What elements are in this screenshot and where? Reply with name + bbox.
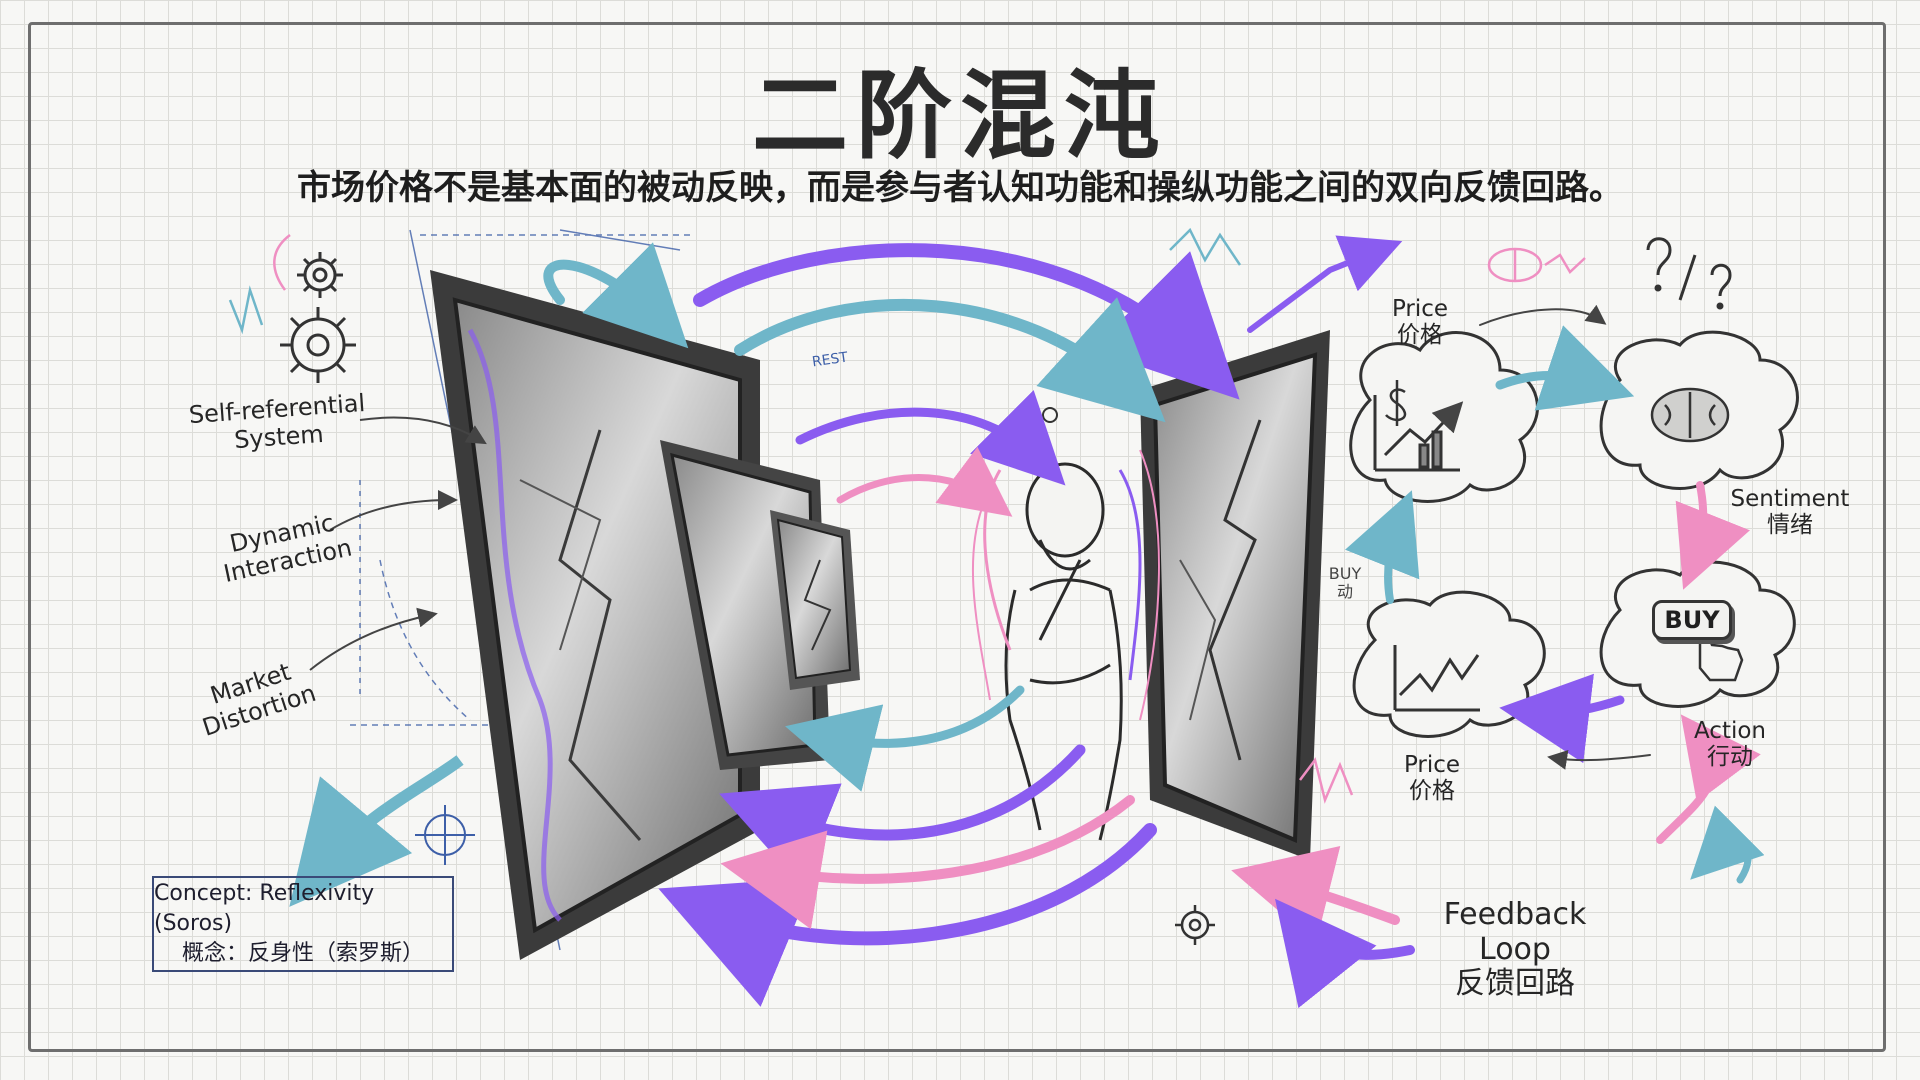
label-price-bottom-en: Price: [1403, 752, 1461, 778]
brain-icon: [1650, 387, 1730, 443]
down-left-arrow: [289, 755, 464, 907]
gear-icon: [280, 252, 356, 383]
label-price-top-zh: 价格: [1397, 322, 1443, 349]
label-sentiment: Sentiment 情绪: [1730, 486, 1850, 539]
squiggles: [228, 227, 1354, 804]
concept-line-zh: 概念：反身性（索罗斯）: [181, 940, 424, 966]
middle-mirror: [660, 440, 860, 770]
gear-icon: [1175, 905, 1215, 945]
crosshair-icon: [415, 805, 475, 865]
label-action: Action 行动: [1680, 718, 1780, 771]
right-loop-arrows: [1231, 304, 1765, 1009]
sketch-frame: [28, 22, 1886, 1052]
label-feedback-en: Feedback Loop: [1443, 897, 1587, 967]
right-mirror: [1140, 330, 1330, 860]
thinking-figure: [971, 449, 1160, 841]
brain-doodle-icon: [1487, 247, 1586, 283]
label-price-top: Price 价格: [1380, 296, 1460, 349]
label-price-bottom-zh: 价格: [1409, 778, 1455, 805]
label-action-zh: 行动: [1707, 744, 1753, 771]
label-sentiment-zh: 情绪: [1767, 512, 1813, 539]
label-feedback-loop: Feedback Loop 反馈回路: [1405, 897, 1625, 1002]
label-action-en: Action: [1693, 718, 1767, 744]
label-price-bottom: Price 价格: [1392, 752, 1472, 805]
note-buy-side: BUY 动: [1328, 564, 1362, 602]
concept-box: Concept: Reflexivity (Soros) 概念：反身性（索罗斯）: [152, 876, 454, 972]
annotation-arrows: [309, 416, 487, 671]
label-feedback-zh: 反馈回路: [1455, 966, 1575, 1001]
label-price-top-en: Price: [1391, 296, 1449, 322]
price-cloud-top: [1349, 331, 1539, 503]
buy-button-icon: BUY: [1652, 600, 1732, 640]
label-sentiment-en: Sentiment: [1730, 486, 1850, 512]
question-icon: [1646, 237, 1732, 310]
concept-line-en: Concept: Reflexivity (Soros): [154, 881, 375, 937]
chart-up-icon: [1373, 395, 1464, 472]
price-cloud-bottom: [1352, 590, 1546, 738]
loop-arrows: [543, 235, 1403, 1007]
page-subtitle: 市场价格不是基本面的被动反映，而是参与者认知功能和操纵功能之间的双向反馈回路。: [297, 168, 1623, 208]
chart-zigzag-icon: [1393, 645, 1480, 712]
page-title: 二阶混沌: [752, 60, 1168, 172]
dollar-icon: [1385, 380, 1407, 426]
